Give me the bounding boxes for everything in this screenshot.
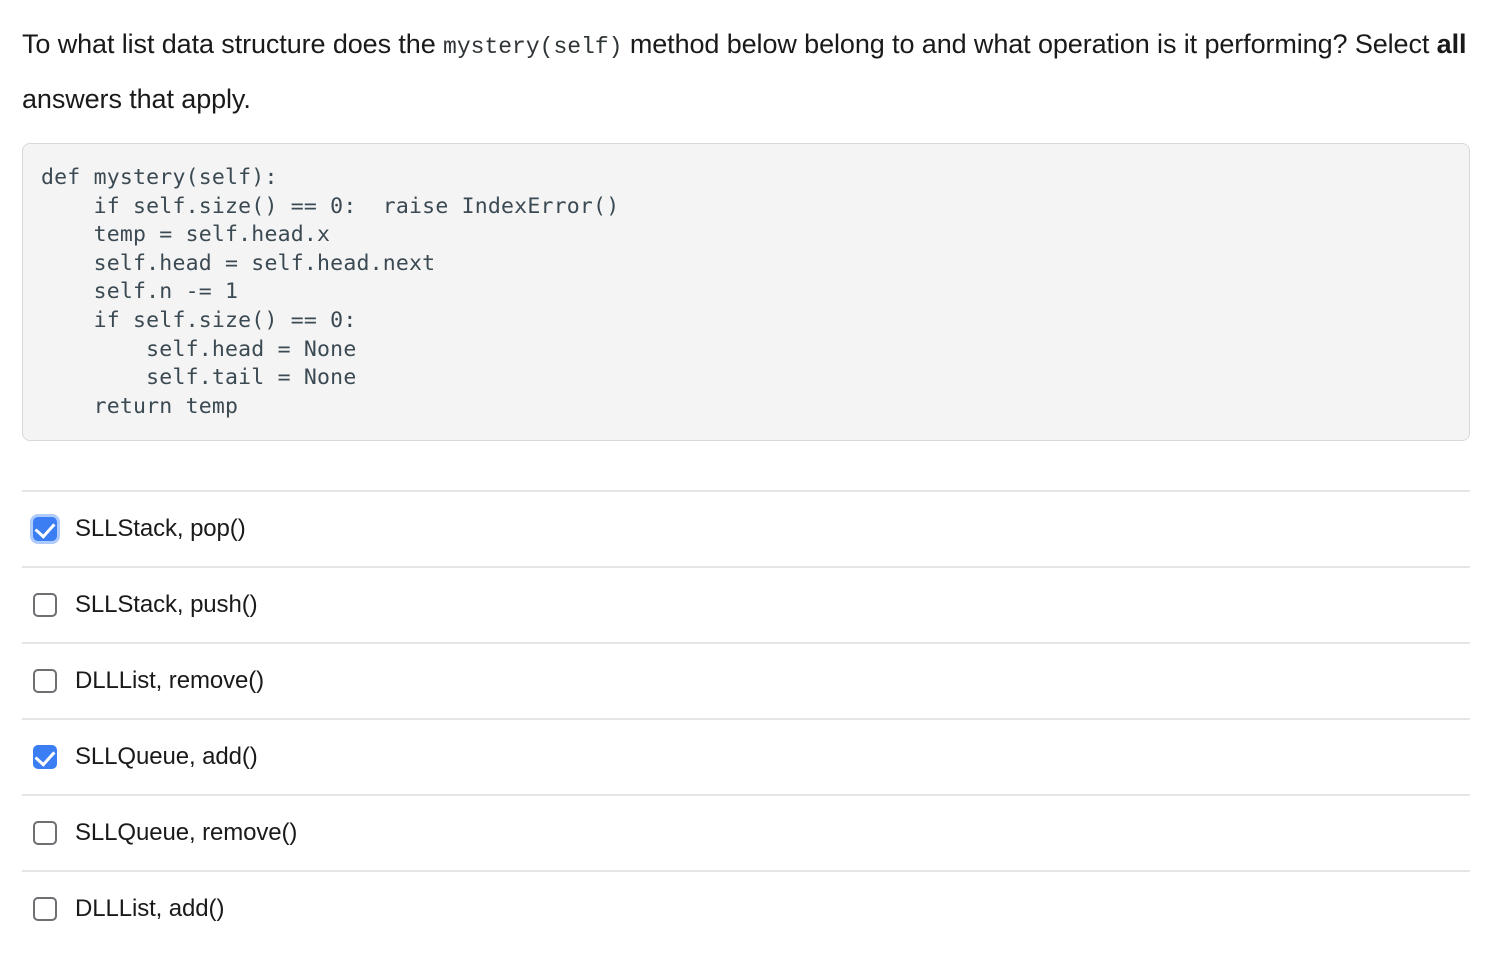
option-label-4: SLLQueue, remove()	[75, 819, 298, 846]
option-row-0[interactable]: SLLStack, pop()	[22, 490, 1470, 566]
checkmark-icon	[34, 517, 56, 539]
answer-options-list: SLLStack, pop() SLLStack, push() DLLList…	[22, 490, 1470, 946]
option-row-2[interactable]: DLLList, remove()	[22, 642, 1470, 718]
option-row-3[interactable]: SLLQueue, add()	[22, 718, 1470, 794]
option-row-1[interactable]: SLLStack, push()	[22, 566, 1470, 642]
question-emphasis-all: all	[1436, 29, 1467, 59]
checkmark-icon	[34, 745, 56, 767]
code-block: def mystery(self): if self.size() == 0: …	[22, 143, 1470, 441]
option-label-0: SLLStack, pop()	[75, 515, 246, 542]
option-label-1: SLLStack, push()	[75, 591, 258, 618]
question-text-part-3: answers that apply.	[22, 84, 251, 114]
option-label-2: DLLList, remove()	[75, 667, 265, 694]
checkbox-option-5[interactable]	[33, 897, 57, 921]
option-row-5[interactable]: DLLList, add()	[22, 870, 1470, 946]
inline-code-mystery-self: mystery(self)	[443, 34, 623, 60]
checkbox-option-0[interactable]	[33, 517, 57, 541]
checkbox-option-3[interactable]	[33, 745, 57, 769]
question-text-part-2: method below belong to and what operatio…	[622, 29, 1437, 59]
checkbox-option-4[interactable]	[33, 821, 57, 845]
option-label-5: DLLList, add()	[75, 895, 225, 922]
question-text-part-1: To what list data structure does the	[22, 29, 444, 59]
code-snippet: def mystery(self): if self.size() == 0: …	[41, 165, 620, 419]
option-label-3: SLLQueue, add()	[75, 743, 258, 770]
checkbox-option-2[interactable]	[33, 669, 57, 693]
option-row-4[interactable]: SLLQueue, remove()	[22, 794, 1470, 870]
question-prompt: To what list data structure does the mys…	[22, 18, 1474, 125]
checkbox-option-1[interactable]	[33, 593, 57, 617]
